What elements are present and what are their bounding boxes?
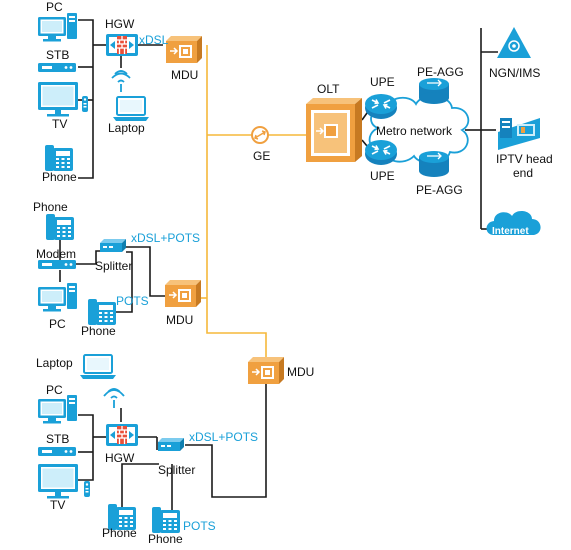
olt-icon	[306, 98, 362, 162]
phone-icon	[46, 214, 74, 240]
pc-label: PC	[46, 383, 63, 397]
stb-icon	[38, 63, 76, 72]
phone-label: Phone	[102, 526, 137, 540]
stb-label: STB	[46, 48, 69, 62]
labels-bottom-group: Laptop PC STB TV HGW xDSL+POTS Splitter …	[36, 356, 314, 546]
iptv-head-end-label-line2: end	[513, 166, 533, 180]
hgw-label: HGW	[105, 451, 135, 465]
mdu-label: MDU	[166, 313, 193, 327]
server-icon	[498, 118, 540, 150]
phone-icon	[45, 145, 73, 171]
wifi-icon	[111, 70, 131, 92]
stb-label: STB	[46, 432, 69, 446]
ge-label: GE	[253, 149, 270, 163]
laptop-icon	[79, 354, 117, 380]
hgw-label: HGW	[105, 17, 135, 31]
remote-icon	[82, 96, 88, 112]
phone-label: Phone	[42, 170, 77, 184]
pc-label: PC	[46, 0, 63, 14]
internet-label: Internet	[492, 226, 529, 237]
phone-label: Phone	[148, 532, 183, 546]
pe-agg-label: PE-AGG	[417, 65, 464, 79]
ngn-ims-label: NGN/IMS	[489, 66, 540, 80]
labels-mid-group: Phone Modem PC xDSL+POTS Splitter POTS P…	[33, 200, 200, 338]
metro-network-label: Metro network	[376, 124, 453, 138]
pc-icon	[38, 13, 77, 42]
tv-label: TV	[52, 117, 67, 131]
pe-agg-router-icon	[419, 151, 449, 177]
router-icon	[364, 139, 398, 166]
xdsl-label: xDSL	[139, 33, 169, 47]
hgw-icon	[105, 423, 139, 447]
xdsl-pots-label: xDSL+POTS	[189, 430, 258, 444]
ge-port-icon	[251, 126, 269, 144]
hgw-icon	[105, 33, 139, 57]
tv-icon	[38, 82, 78, 117]
stb-icon	[38, 447, 76, 456]
splitter-label: Splitter	[158, 463, 195, 477]
olt-label: OLT	[317, 82, 340, 96]
pots-label: POTS	[116, 294, 149, 308]
phone-label: Phone	[81, 324, 116, 338]
laptop-label: Laptop	[36, 356, 73, 370]
tv-label: TV	[50, 498, 65, 512]
phone-label: Phone	[33, 200, 68, 214]
mdu-icon	[164, 279, 202, 308]
phone-icon	[152, 507, 180, 533]
fiber-links	[200, 45, 306, 357]
upe-label: UPE	[370, 169, 395, 183]
pe-agg-label: PE-AGG	[416, 183, 463, 197]
laptop-label: Laptop	[108, 121, 145, 135]
pe-agg-router-icon	[419, 78, 449, 104]
remote-icon	[84, 481, 90, 497]
copper-wiring	[59, 19, 498, 512]
mdu-label: MDU	[171, 68, 198, 82]
tv-icon	[38, 464, 78, 499]
modem-icon	[38, 260, 76, 269]
mdu-icon	[247, 356, 285, 385]
laptop-icon	[112, 96, 150, 122]
splitter-icon	[100, 239, 126, 252]
xdsl-pots-label: xDSL+POTS	[131, 231, 200, 245]
phone-icon	[88, 299, 116, 325]
internet-cloud-icon	[486, 210, 541, 235]
router-icon	[364, 93, 398, 120]
mdu-icon	[165, 35, 203, 64]
pc-icon	[38, 395, 77, 424]
ngn-ims-icon	[497, 27, 531, 58]
labels-core: GE OLT UPE UPE PE-AGG PE-AGG Metro netwo…	[253, 65, 553, 237]
upe-label: UPE	[370, 75, 395, 89]
wifi-icon	[103, 388, 125, 408]
pots-label: POTS	[183, 519, 216, 533]
pc-icon	[38, 283, 77, 312]
mdu-label: MDU	[287, 365, 314, 379]
splitter-label: Splitter	[95, 259, 132, 273]
modem-label: Modem	[36, 247, 76, 261]
labels-top-group: PC STB TV Phone HGW xDSL Laptop MDU	[42, 0, 198, 184]
iptv-head-end-label-line1: IPTV head	[496, 152, 553, 166]
splitter-icon	[158, 438, 184, 451]
pc-label: PC	[49, 317, 66, 331]
